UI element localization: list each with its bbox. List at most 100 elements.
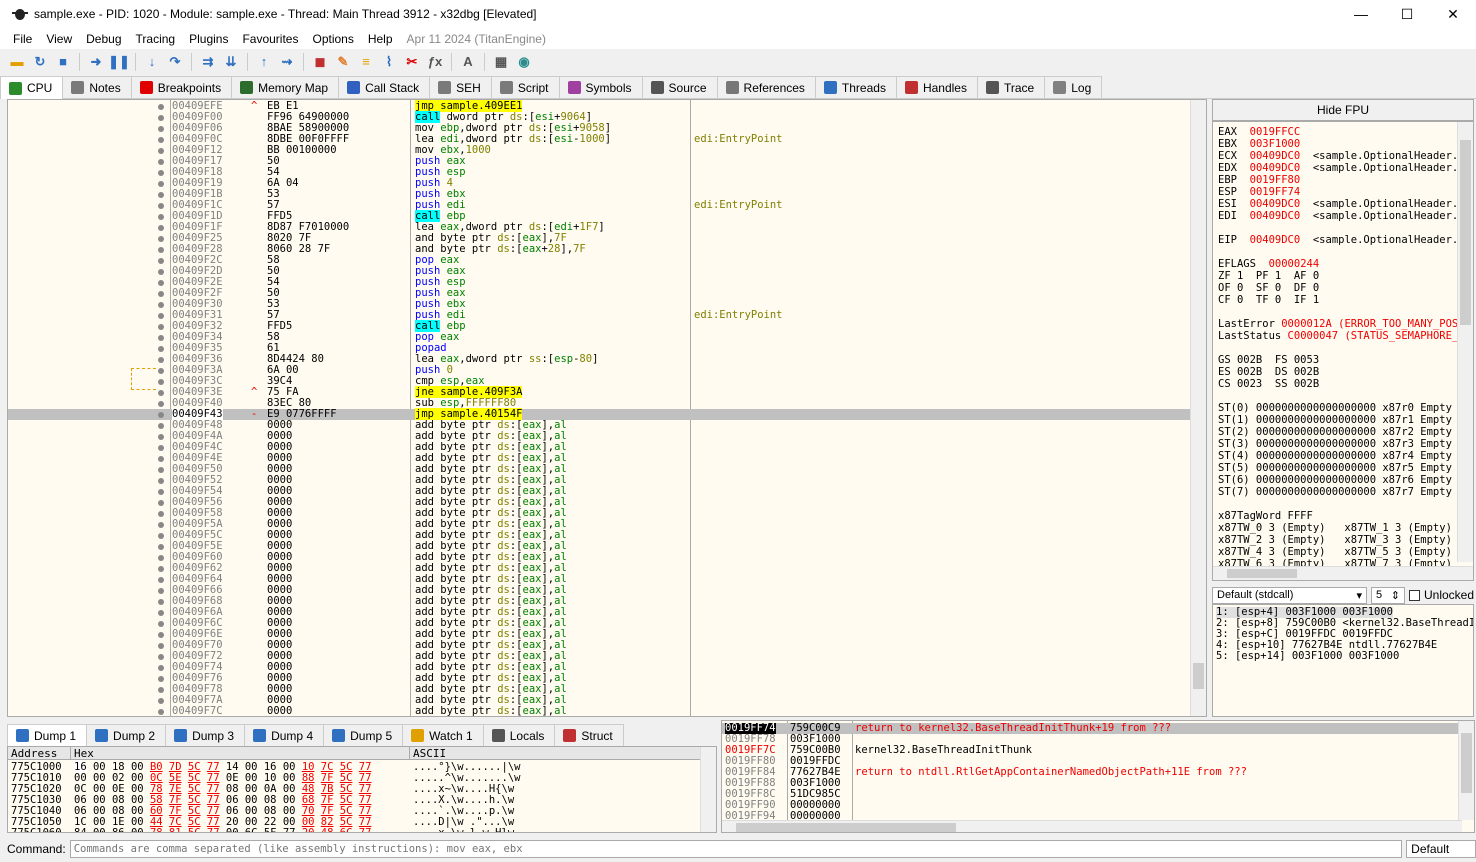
tab-symbols[interactable]: Symbols bbox=[558, 76, 643, 98]
breakpoint-dot[interactable] bbox=[158, 522, 164, 528]
register-row[interactable]: ST(1) 0000000000000000000 x87r1 Empty 0.… bbox=[1218, 414, 1473, 426]
menu-plugins[interactable]: Plugins bbox=[189, 31, 229, 46]
breakpoint-dot[interactable] bbox=[158, 104, 164, 110]
tab-source[interactable]: Source bbox=[641, 76, 718, 98]
breakpoint-dot[interactable] bbox=[158, 115, 164, 121]
tab-watch-1[interactable]: Watch 1 bbox=[402, 724, 484, 746]
register-row[interactable]: GS 002B FS 0053 bbox=[1218, 354, 1319, 366]
minimize-button[interactable]: — bbox=[1354, 6, 1368, 22]
breakpoint-dot[interactable] bbox=[158, 368, 164, 374]
breakpoint-dot[interactable] bbox=[158, 357, 164, 363]
register-row[interactable]: EDX 00409DC0 <sample.OptionalHeader.Addr… bbox=[1218, 162, 1473, 174]
register-row[interactable]: EFLAGS 00000244 bbox=[1218, 258, 1319, 270]
breakpoint-dot[interactable] bbox=[158, 467, 164, 473]
breakpoint-dot[interactable] bbox=[158, 489, 164, 495]
register-row[interactable]: CS 0023 SS 002B bbox=[1218, 378, 1319, 390]
breakpoint-dot[interactable] bbox=[158, 445, 164, 451]
breakpoint-dot[interactable] bbox=[158, 434, 164, 440]
register-row[interactable]: EDI 00409DC0 <sample.OptionalHeader.Addr… bbox=[1218, 210, 1473, 222]
tab-threads[interactable]: Threads bbox=[814, 76, 897, 98]
bookmark-icon[interactable]: ✂ bbox=[406, 53, 418, 69]
register-row[interactable]: EAX 0019FFCC bbox=[1218, 126, 1313, 138]
register-row[interactable]: ST(4) 0000000000000000000 x87r4 Empty 0.… bbox=[1218, 450, 1473, 462]
breakpoint-dot[interactable] bbox=[158, 192, 164, 198]
breakpoint-dot[interactable] bbox=[158, 610, 164, 616]
breakpoint-dot[interactable] bbox=[158, 500, 164, 506]
register-row[interactable]: LastStatus C0000047 (STATUS_SEMAPHORE_LI… bbox=[1218, 330, 1473, 342]
breakpoint-dot[interactable] bbox=[158, 225, 164, 231]
stop-icon[interactable]: ■ bbox=[59, 54, 67, 69]
register-row[interactable]: ST(6) 0000000000000000000 x87r6 Empty 0.… bbox=[1218, 474, 1473, 486]
menu-options[interactable]: Options bbox=[312, 31, 354, 46]
tab-log[interactable]: Log bbox=[1044, 76, 1103, 98]
tab-dump-4[interactable]: Dump 4 bbox=[244, 724, 325, 746]
breakpoint-dot[interactable] bbox=[158, 544, 164, 550]
patch-icon[interactable]: ✎ bbox=[337, 53, 349, 69]
register-row[interactable]: EBP 0019FF80 bbox=[1218, 174, 1313, 186]
breakpoint-dot[interactable] bbox=[158, 379, 164, 385]
tab-locals[interactable]: Locals bbox=[482, 724, 556, 746]
tab-handles[interactable]: Handles bbox=[895, 76, 978, 98]
breakpoint-dot[interactable] bbox=[158, 280, 164, 286]
scylla-icon[interactable]: ◼ bbox=[314, 53, 326, 69]
tab-script[interactable]: Script bbox=[490, 76, 560, 98]
tab-breakpoints[interactable]: Breakpoints bbox=[130, 76, 233, 98]
unlocked-checkbox[interactable] bbox=[1408, 589, 1420, 601]
breakpoint-dot[interactable] bbox=[158, 533, 164, 539]
breakpoint-dot[interactable] bbox=[158, 148, 164, 154]
breakpoint-dot[interactable] bbox=[158, 621, 164, 627]
tab-seh[interactable]: SEH bbox=[429, 76, 492, 98]
breakpoint-dot[interactable] bbox=[158, 137, 164, 143]
tab-dump-3[interactable]: Dump 3 bbox=[165, 724, 246, 746]
menu-favourites[interactable]: Favourites bbox=[242, 31, 299, 46]
breakpoint-dot[interactable] bbox=[158, 632, 164, 638]
breakpoint-dot[interactable] bbox=[158, 335, 164, 341]
breakpoint-dot[interactable] bbox=[158, 566, 164, 572]
breakpoint-dot[interactable] bbox=[158, 478, 164, 484]
step-into-icon[interactable]: ↓ bbox=[148, 54, 156, 69]
tab-trace[interactable]: Trace bbox=[976, 76, 1046, 98]
menu-view[interactable]: View bbox=[46, 31, 73, 46]
breakpoint-dot[interactable] bbox=[158, 236, 164, 242]
trace-into-icon[interactable]: ⇉ bbox=[202, 53, 214, 69]
breakpoint-dot[interactable] bbox=[158, 423, 164, 429]
register-row[interactable]: x87TagWord FFFF bbox=[1218, 510, 1313, 522]
breakpoint-dot[interactable] bbox=[158, 676, 164, 682]
tab-dump-1[interactable]: Dump 1 bbox=[7, 724, 88, 746]
command-input[interactable] bbox=[69, 840, 1403, 858]
